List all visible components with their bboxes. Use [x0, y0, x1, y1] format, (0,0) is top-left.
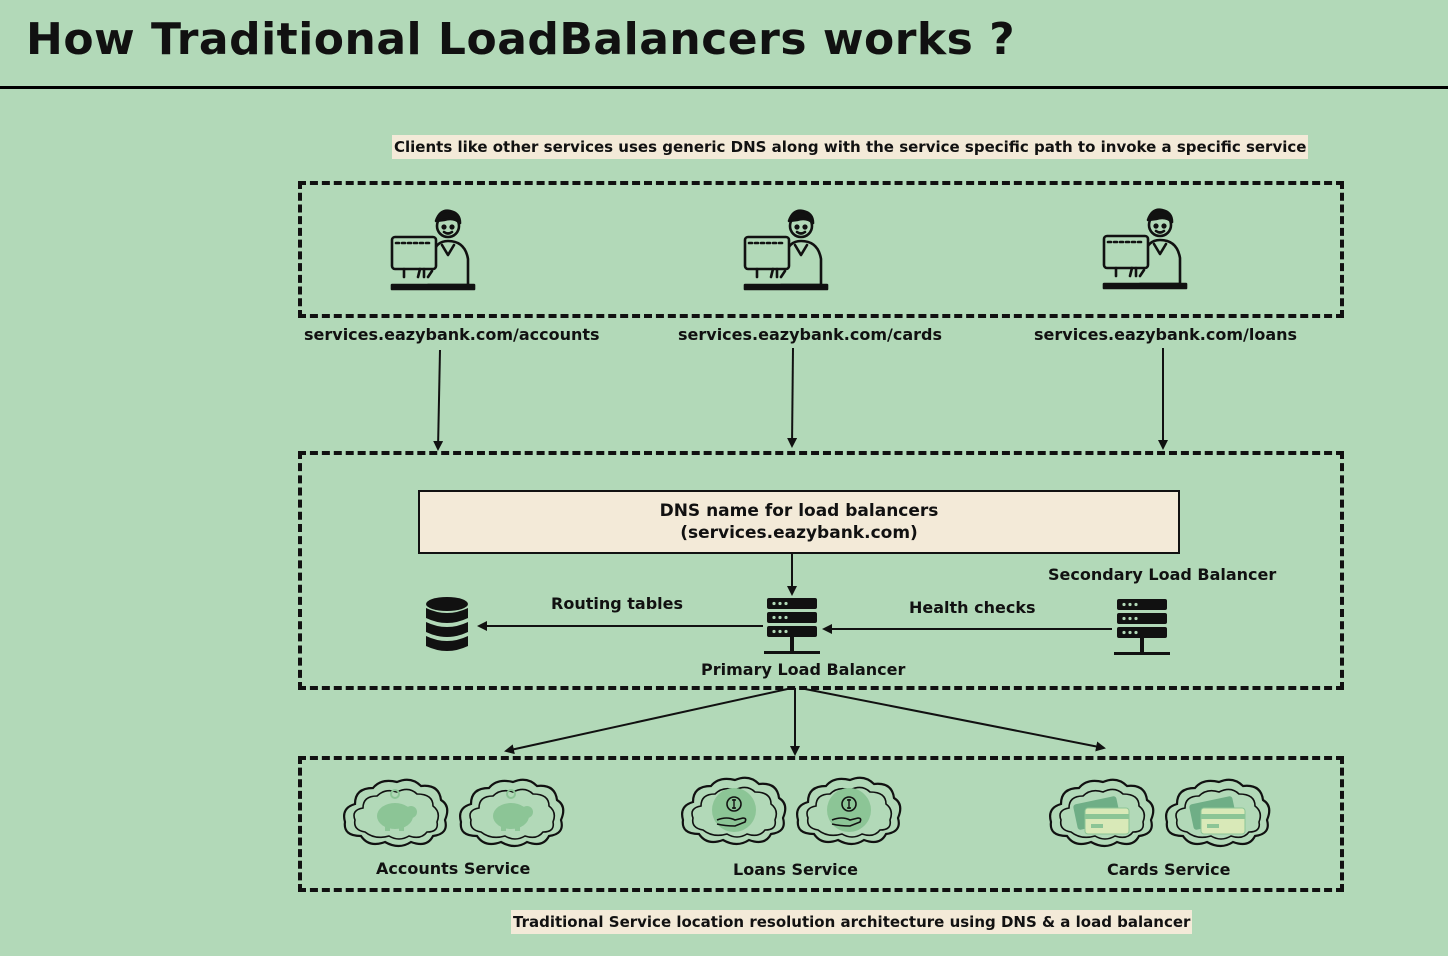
page-title: How Traditional LoadBalancers works ?: [26, 14, 1016, 65]
credit-card-icon: [1045, 776, 1159, 852]
piggy-bank-icon: [455, 776, 569, 852]
piggy-bank-icon: [339, 776, 453, 852]
client-url-loans: services.eazybank.com/loans: [1034, 325, 1298, 344]
arrow-cards-to-lb: [787, 347, 798, 448]
dns-name-box: DNS name for load balancers (services.ea…: [418, 490, 1180, 554]
bottom-caption: Traditional Service location resolution …: [511, 910, 1193, 934]
server-icon: [1114, 597, 1170, 659]
server-icon: [764, 596, 820, 658]
title-divider: [0, 86, 1448, 89]
money-hand-icon: [677, 774, 791, 850]
services-group: [298, 756, 1344, 892]
dns-box-line2: (services.eazybank.com): [680, 523, 918, 543]
secondary-lb-label: Secondary Load Balancer: [1048, 565, 1277, 584]
client-url-accounts: services.eazybank.com/accounts: [304, 325, 600, 344]
routing-tables-label: Routing tables: [551, 594, 684, 613]
health-checks-label: Health checks: [909, 598, 1036, 617]
clients-group: [298, 181, 1344, 318]
arrow-primary-to-cards: [799, 687, 1106, 752]
database-icon: [424, 596, 470, 654]
dns-box-line1: DNS name for load balancers: [659, 501, 939, 521]
arrow-primary-to-accounts: [504, 687, 793, 755]
arrow-accounts-to-lb: [433, 349, 444, 451]
credit-card-icon: [1161, 776, 1275, 852]
client-url-cards: services.eazybank.com/cards: [678, 325, 943, 344]
loans-service-label: Loans Service: [733, 860, 858, 879]
cards-service-label: Cards Service: [1107, 860, 1231, 879]
money-hand-icon: [792, 774, 906, 850]
primary-lb-label: Primary Load Balancer: [701, 660, 906, 679]
accounts-service-label: Accounts Service: [376, 859, 531, 878]
person-at-computer-icon: [743, 205, 829, 291]
person-at-computer-icon: [1102, 204, 1188, 290]
person-at-computer-icon: [390, 205, 476, 291]
top-caption: Clients like other services uses generic…: [392, 135, 1309, 159]
